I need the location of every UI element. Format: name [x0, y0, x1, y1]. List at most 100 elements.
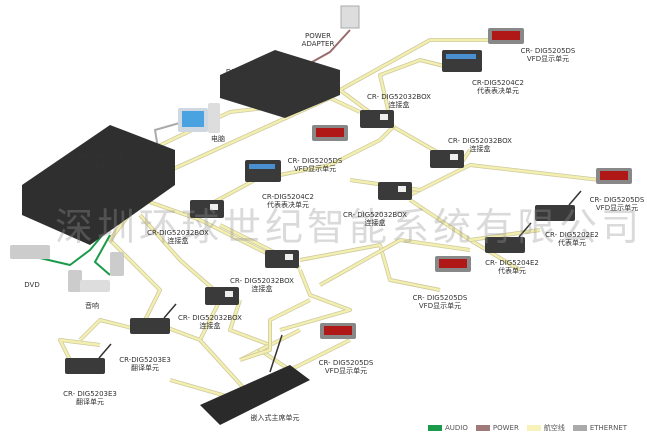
microphone-unit-device — [535, 205, 575, 221]
label-line: DIG5200EXP — [225, 68, 271, 76]
label-line: CR-DIG5203E3 — [119, 356, 171, 364]
connection-box-device — [360, 110, 394, 128]
connection-box-label — [450, 154, 458, 160]
legend-item: AUDIO — [428, 424, 468, 432]
label-line: CR- DIG5203E3 — [63, 390, 117, 398]
label-line: CR- DIG5205DS — [412, 294, 468, 302]
label-line: CR-DIG52032BOX — [147, 229, 209, 237]
vfd-display-screen — [316, 128, 344, 137]
label-line: CR-DIG5204C2 — [471, 79, 525, 87]
label-line: CR- DIG52032BOX — [367, 93, 431, 101]
legend-label: AUDIO — [445, 424, 468, 432]
aviation-cable — [279, 124, 396, 177]
microphone-stem-icon — [98, 343, 112, 359]
computer-screen — [182, 111, 204, 127]
connection-box-label — [398, 186, 406, 192]
label-line: 连接盒 — [167, 237, 189, 245]
label-line: CR- DIG5205DS — [589, 196, 645, 204]
connection-box-label — [210, 204, 218, 210]
label-line: 连接盒 — [469, 145, 491, 153]
main-unit-device — [22, 125, 175, 245]
amplifier — [80, 280, 110, 292]
legend: AUDIO POWER 航空线 ETHERNET — [428, 423, 627, 433]
aviation-cable — [139, 214, 221, 296]
label-expander: DIG5200EXP — [226, 68, 270, 76]
label-speaker: 音响 — [85, 302, 99, 310]
label-line: CR- DIG52032BOX — [343, 211, 407, 219]
label-line: CR- DIG52032BOX — [448, 137, 512, 145]
voting-unit-screen — [446, 54, 476, 59]
label-line: 连接盒 — [364, 219, 386, 227]
aviation-cable — [378, 58, 461, 119]
audio-cable — [94, 234, 111, 276]
microphone-unit-device — [65, 358, 105, 374]
legend-swatch — [475, 425, 490, 431]
label-line: CR- DIG5204E2 — [485, 259, 539, 267]
label-line: ADAPTER — [301, 40, 335, 48]
power-cable — [304, 29, 351, 67]
audio-cable — [39, 231, 106, 266]
legend-item: POWER — [475, 424, 519, 432]
label-line: CR- DIG52032BOX — [230, 277, 294, 285]
microphone-stem-icon — [163, 303, 177, 319]
voting-unit-device — [442, 50, 482, 72]
label-line: 代表表决单元 — [267, 201, 309, 209]
label-line: 代表表决单元 — [477, 87, 519, 95]
label-line: CR- DIG52032BOX — [178, 314, 242, 322]
speaker-right — [110, 252, 124, 276]
label-line: DVD — [24, 281, 40, 289]
label-line: VFD显示单元 — [595, 204, 639, 212]
vfd-display-screen — [600, 171, 628, 180]
legend-label: POWER — [492, 424, 519, 432]
watermark: 深圳环球世纪智能系统有限公司 — [55, 205, 644, 249]
label-line: 翻译单元 — [130, 364, 159, 372]
aviation-cable — [239, 298, 311, 362]
legend-label: 航空线 — [543, 424, 565, 432]
aviation-cable — [319, 238, 471, 287]
legend-swatch — [572, 425, 587, 431]
aviation-cable — [199, 339, 251, 396]
power-outlet — [340, 5, 360, 29]
label-line: CR- DIG5205DS — [318, 359, 374, 367]
vfd-display-screen — [439, 259, 467, 268]
label-line: VFD显示单元 — [324, 367, 368, 375]
legend-item: ETHERNET — [572, 424, 627, 432]
label-line: 连接盒 — [199, 322, 221, 330]
aviation-cable — [228, 299, 272, 362]
label-line: CR- DIG5201 — [77, 153, 123, 161]
dvd-player — [10, 245, 50, 259]
aviation-cable — [338, 38, 500, 121]
label-line: CR- DIG5205DS — [520, 47, 576, 55]
aviation-cable — [409, 163, 601, 197]
chairman-unit-device — [200, 365, 310, 425]
speaker-left — [68, 270, 82, 292]
computer-tower — [208, 103, 220, 133]
aviation-cable — [279, 269, 352, 332]
label-line: VFD显示单元 — [526, 55, 570, 63]
label-line: 系统主机 — [85, 161, 114, 169]
legend-swatch — [428, 425, 442, 431]
label-chairman: 嵌入式主席单元 — [251, 414, 300, 422]
microphone-stem-icon — [568, 190, 582, 206]
legend-swatch — [526, 425, 541, 431]
label-line: 代表单元 — [497, 267, 526, 275]
label-line: 电脑 — [211, 135, 225, 143]
label-line: CR- DIG5202E2 — [545, 231, 599, 239]
label-line: CR- DIG5205DS — [287, 157, 343, 165]
